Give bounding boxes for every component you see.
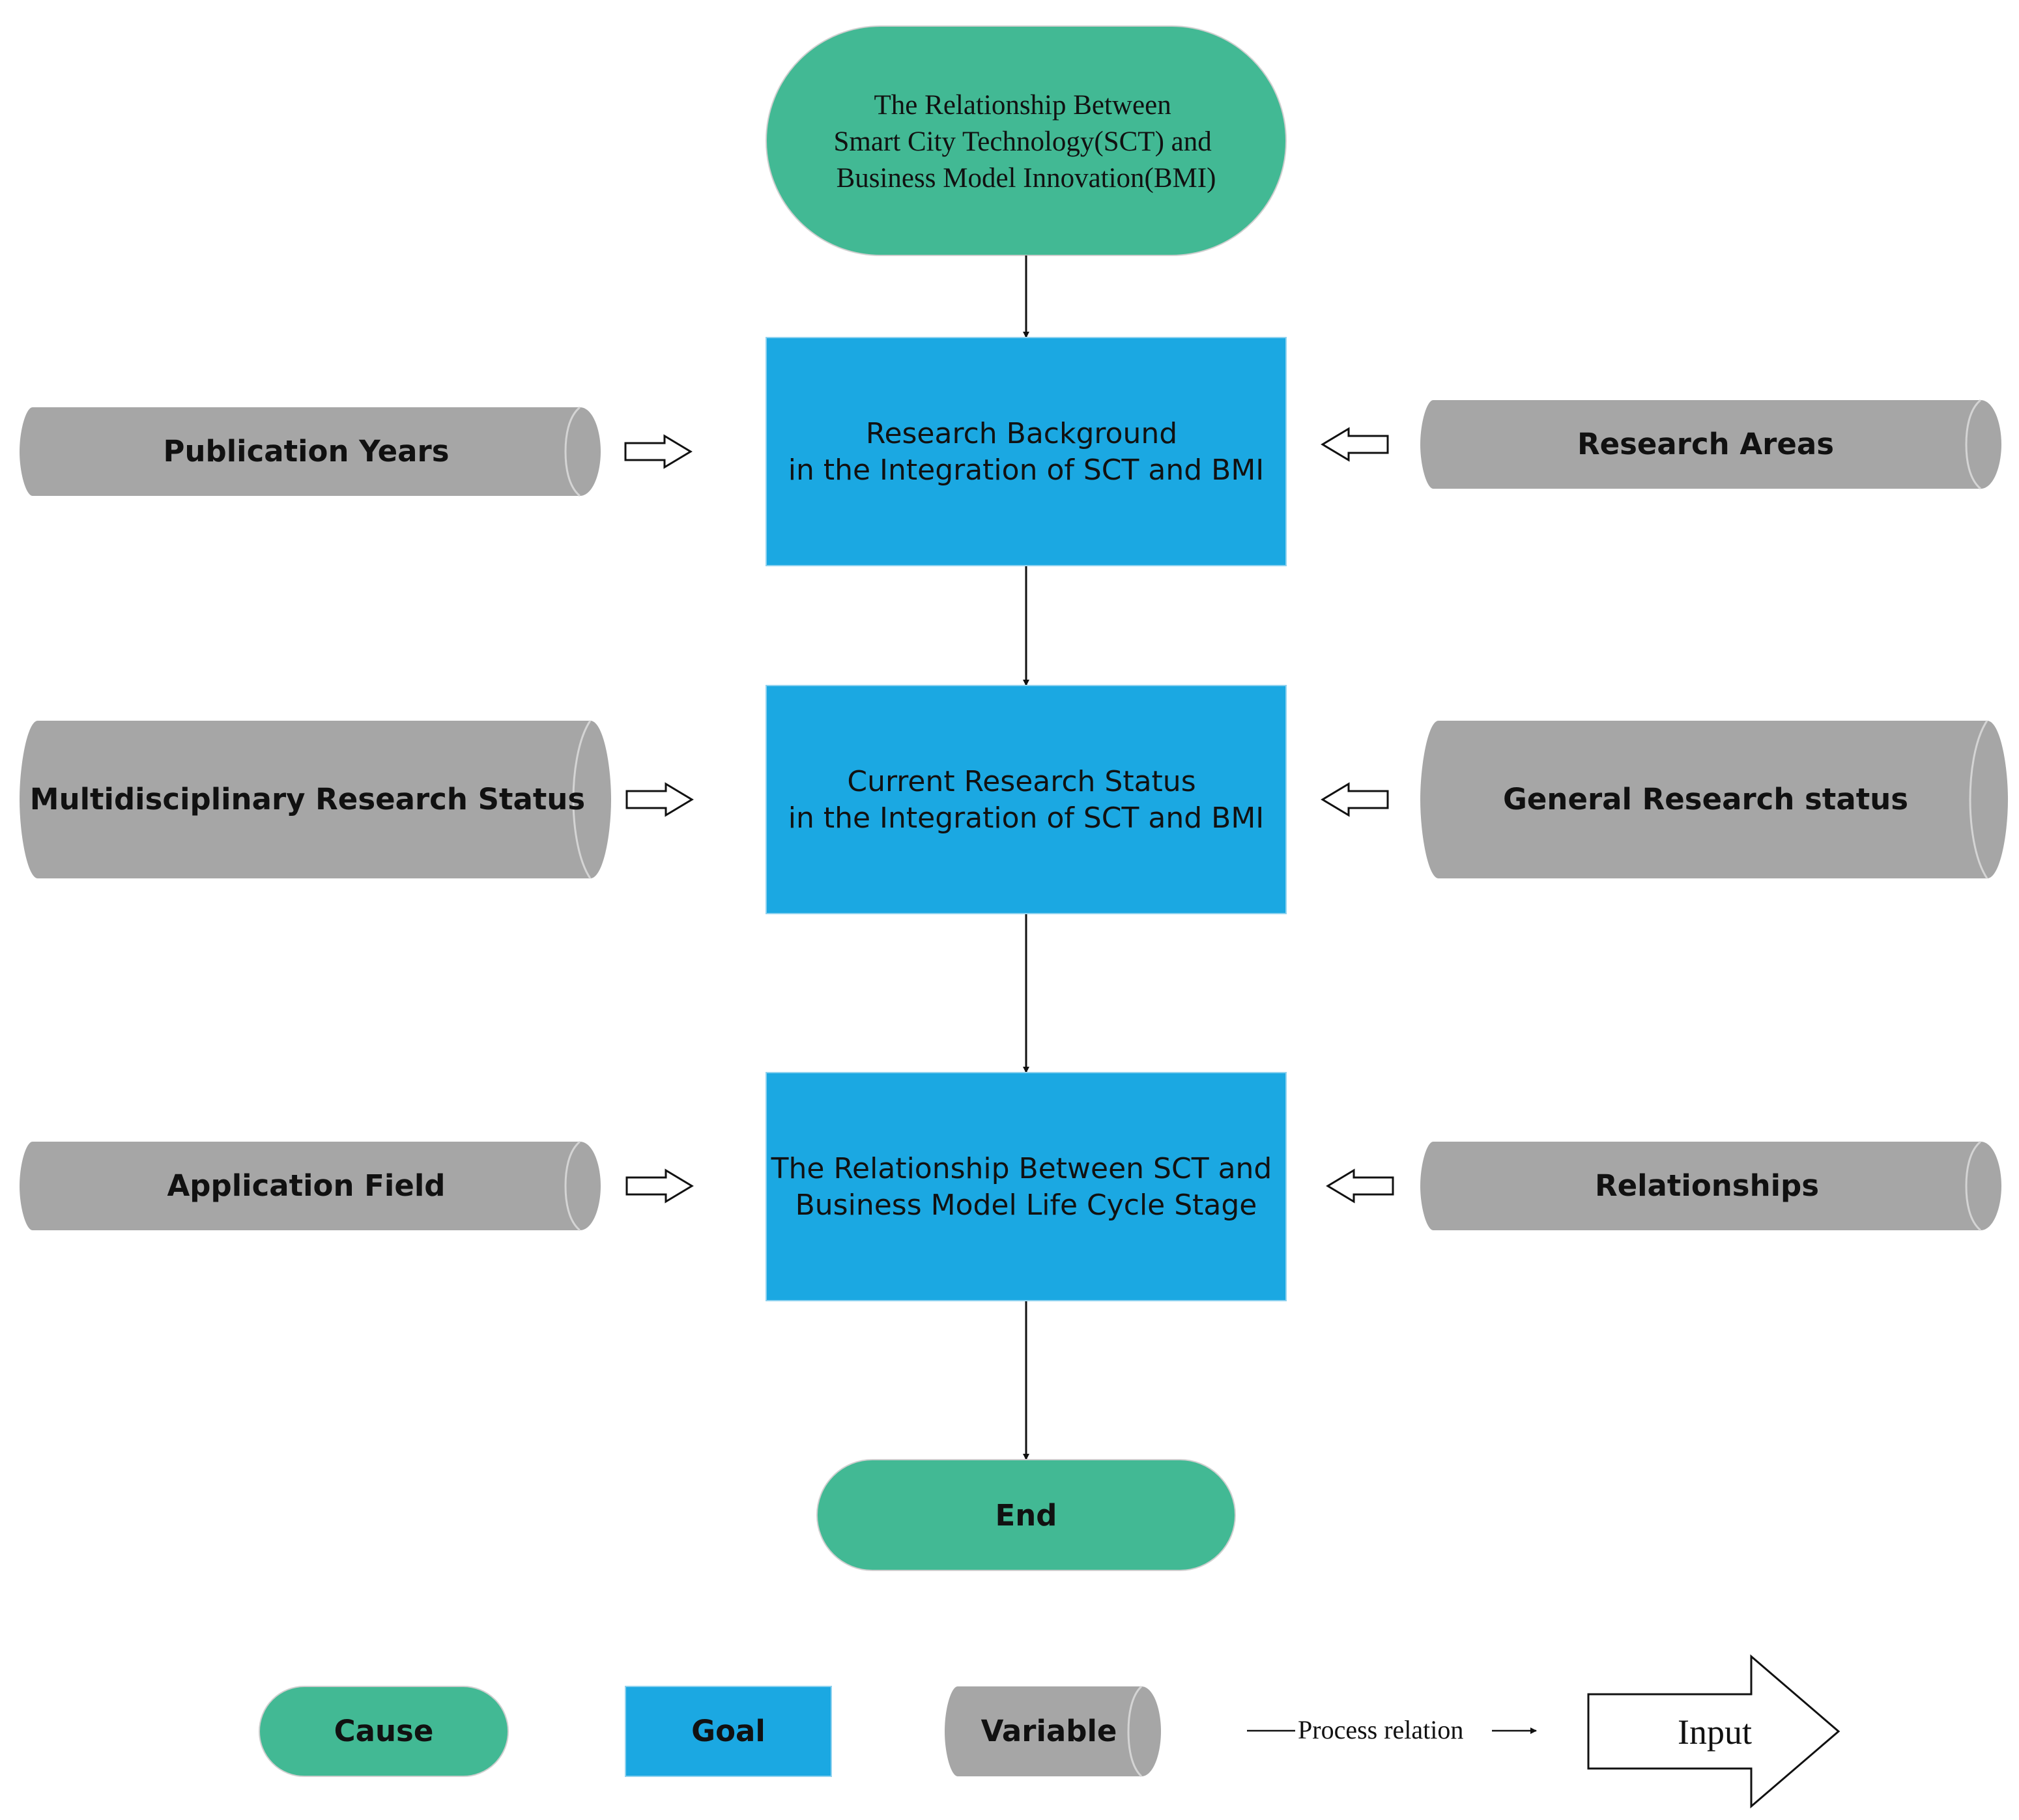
svg-text:Research Background in t: Research Background in the Integration o… (788, 417, 1265, 487)
svg-text:The Relationship Between: The Relationship Between Smart City Tech… (834, 90, 1219, 194)
legend: Cause Goal Variable Process relation Inp… (259, 1654, 1840, 1809)
input-arrow-right-1 (1321, 427, 1389, 462)
variable-publication-years: Publication Years (20, 406, 601, 497)
legend-cause: Cause (259, 1686, 509, 1777)
goal-3-line-2: Business Model Life Cycle Stage (795, 1189, 1257, 1222)
input-arrow-right-2 (1321, 782, 1389, 817)
goal-2-line-1: Current Research Status (847, 765, 1196, 798)
end-node: End (816, 1459, 1236, 1571)
variable-relationships-label: Relationships (1595, 1168, 1819, 1203)
variable-application-field: Application Field (20, 1140, 601, 1232)
svg-text:The Relationship Between SCT a: The Relationship Between SCT and Busines… (771, 1152, 1282, 1222)
input-arrow-right-3 (1326, 1168, 1394, 1204)
legend-cause-label: Cause (334, 1714, 434, 1748)
legend-input-label: Input (1678, 1712, 1752, 1752)
goal-3-line-1: The Relationship Between SCT and (771, 1152, 1272, 1185)
variable-research-areas: Research Areas (1420, 399, 2001, 490)
variable-application-field-label: Application Field (167, 1168, 445, 1203)
goal-current-research-status: Current Research Status in the Integrati… (766, 685, 1287, 914)
goal-2-line-2: in the Integration of SCT and BMI (788, 802, 1265, 835)
start-node: The Relationship Between Smart City Tech… (766, 25, 1287, 256)
input-arrow-left-2 (625, 782, 694, 817)
input-arrow-left-3 (625, 1168, 694, 1204)
legend-goal: Goal (625, 1686, 832, 1777)
end-label: End (995, 1498, 1057, 1533)
legend-process-relation: Process relation (1247, 1715, 1537, 1744)
start-line-2: Smart City Technology(SCT) and (834, 126, 1212, 157)
legend-goal-label: Goal (691, 1714, 766, 1748)
variable-research-areas-label: Research Areas (1577, 427, 1834, 461)
legend-process-relation-label: Process relation (1298, 1715, 1463, 1744)
legend-input: Input (1587, 1654, 1840, 1809)
goal-research-background: Research Background in the Integration o… (766, 337, 1287, 566)
variable-publication-years-label: Publication Years (164, 434, 450, 469)
input-arrow-left-1 (624, 434, 693, 469)
variable-multidisciplinary-research-status: Multidisciplinary Research Status (20, 720, 611, 879)
variable-relationships: Relationships (1420, 1140, 2001, 1232)
goal-1-line-2: in the Integration of SCT and BMI (788, 454, 1265, 487)
goal-lifecycle-relationship: The Relationship Between SCT and Busines… (766, 1072, 1287, 1301)
variable-general-research-status: General Research status (1420, 720, 2008, 879)
goal-1-line-1: Research Background (866, 417, 1177, 450)
start-line-1: The Relationship Between (874, 90, 1171, 121)
start-line-3: Business Model Innovation(BMI) (837, 163, 1216, 194)
variable-general-research-status-label: General Research status (1503, 782, 1908, 816)
variable-multidisciplinary-label: Multidisciplinary Research Status (30, 782, 585, 816)
legend-variable: Variable (945, 1685, 1161, 1778)
svg-text:Current Research Status: Current Research Status in the Integrati… (788, 765, 1265, 835)
legend-variable-label: Variable (981, 1714, 1117, 1748)
